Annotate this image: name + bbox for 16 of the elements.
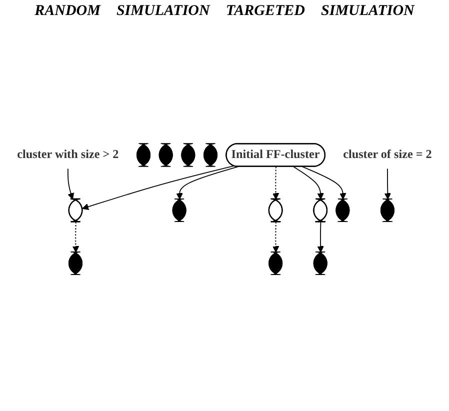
arrow [272, 166, 280, 200]
arrow [384, 168, 392, 200]
stage-label: SIMULATION [116, 3, 210, 20]
arrow [82, 165, 234, 210]
arrow [176, 166, 238, 200]
node-text: cluster of size = 2 [343, 148, 432, 162]
arrow [67, 168, 74, 200]
arrow [272, 222, 280, 253]
stage-label: RANDOM [34, 3, 100, 20]
arrow [317, 222, 324, 253]
stage-label: SIMULATION [321, 3, 414, 20]
arrow [302, 166, 346, 200]
node-text: cluster with size > 2 [17, 148, 119, 162]
arrow [72, 222, 80, 253]
arrow [293, 166, 324, 200]
stage-label: TARGETED [226, 3, 306, 20]
